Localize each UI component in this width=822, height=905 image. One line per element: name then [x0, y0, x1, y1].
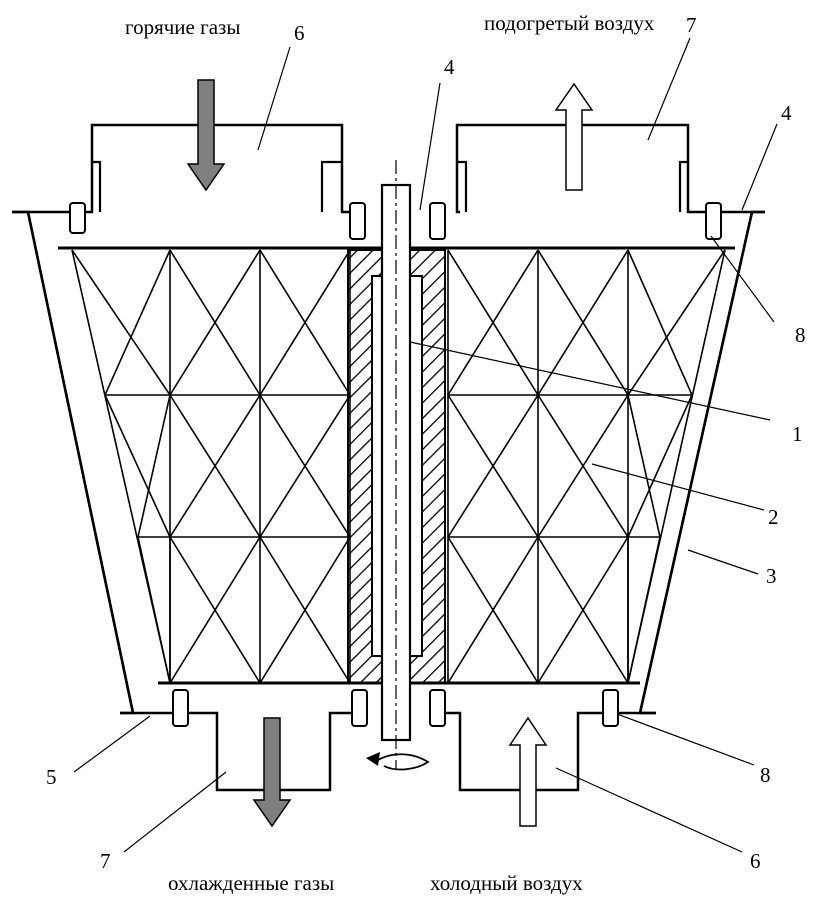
seal-blocks — [69, 202, 722, 727]
outer-casing — [12, 123, 765, 792]
hot-gas-arrow-icon — [186, 79, 226, 192]
callout-8-lower: 8 — [760, 763, 771, 787]
callout-6-top: 6 — [294, 21, 305, 45]
heated-air-arrow-icon — [554, 82, 594, 191]
leader-lines — [73, 37, 778, 853]
cooled-gas-arrow-icon — [252, 717, 292, 828]
callout-4-casing: 4 — [781, 101, 792, 125]
cooled-gases-label: охлажденные газы — [168, 871, 334, 895]
hood-outline — [92, 160, 688, 212]
callout-2: 2 — [768, 505, 779, 529]
cold-air-label: холодный воздух — [430, 871, 583, 895]
rotation-arrow-icon — [366, 752, 430, 771]
callout-7-bottom: 7 — [100, 849, 111, 873]
hot-gases-label: горячие газы — [125, 15, 240, 39]
callout-7-top: 7 — [686, 13, 697, 37]
callout-1: 1 — [792, 422, 803, 446]
callout-8-upper: 8 — [795, 323, 806, 347]
callout-5: 5 — [46, 765, 57, 789]
callout-6-bottom: 6 — [750, 849, 761, 873]
callout-3: 3 — [766, 564, 777, 588]
heated-air-label: подогретый воздух — [484, 11, 655, 35]
rotor-packing-right — [447, 249, 726, 684]
rotor-shaft — [380, 160, 412, 770]
cold-air-arrow-icon — [508, 716, 548, 827]
callout-4-shaft: 4 — [444, 55, 455, 79]
